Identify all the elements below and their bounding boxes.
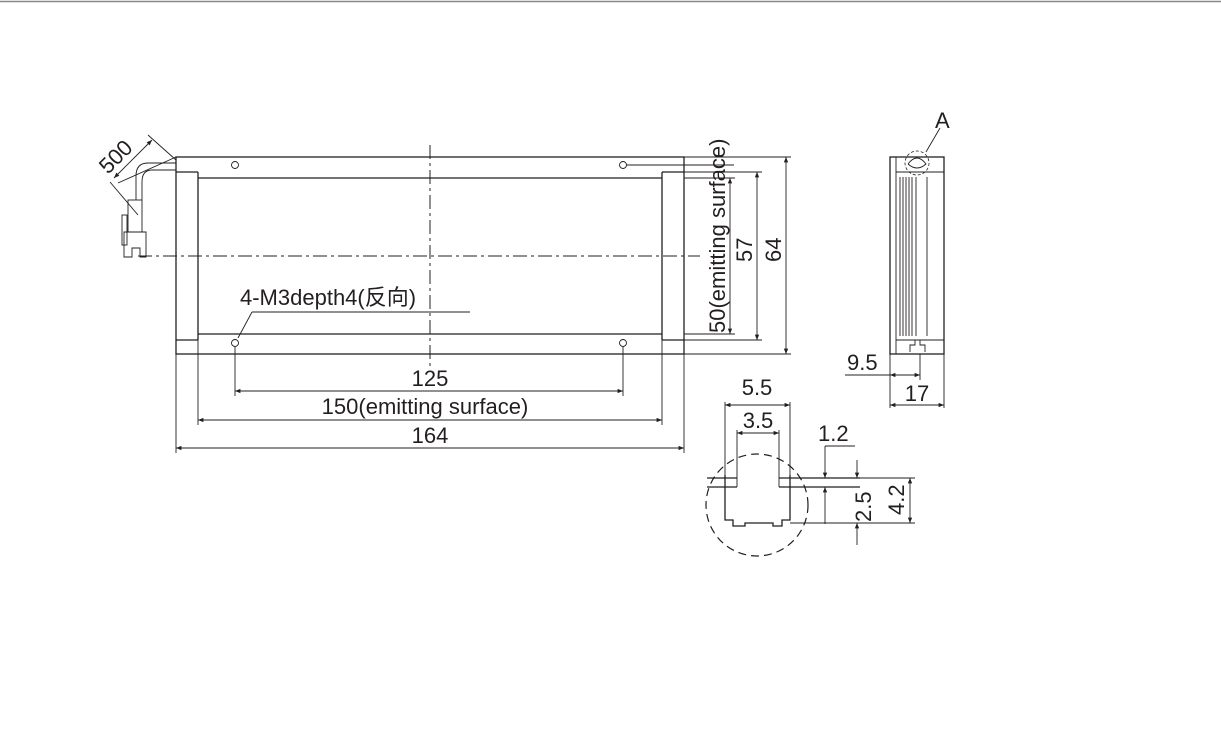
cable-length-dimension: 500 — [94, 134, 177, 216]
side-depth-label: 17 — [905, 381, 929, 406]
detail-a-label: A — [935, 108, 950, 133]
side-view: A 9.5 17 — [845, 108, 950, 408]
outer-width-label: 5.5 — [742, 375, 773, 400]
hole-spacing-label: 125 — [412, 366, 449, 391]
emitting-width-label: 150(emitting surface) — [322, 394, 529, 419]
front-view: 500 4-M3depth4(反向) 125 150(emitting surf… — [94, 134, 791, 453]
cable-length-label: 500 — [94, 135, 138, 179]
slot-width-label: 3.5 — [743, 408, 774, 433]
overall-height-label: 64 — [761, 238, 786, 262]
inner-height-label: 57 — [732, 238, 757, 262]
side-offset-label: 9.5 — [847, 350, 878, 375]
overall-width-label: 164 — [412, 423, 449, 448]
mounting-holes — [231, 161, 627, 347]
total-depth-label: 4.2 — [884, 484, 909, 515]
lip-label: 1.2 — [818, 421, 849, 446]
emitting-height-label: 50(emitting surface) — [705, 139, 730, 333]
screw-note: 4-M3depth4(反向) — [240, 285, 416, 310]
slot-depth-label: 2.5 — [851, 491, 876, 522]
detail-a-view: 5.5 3.5 1.2 2.5 4.2 — [705, 375, 915, 557]
